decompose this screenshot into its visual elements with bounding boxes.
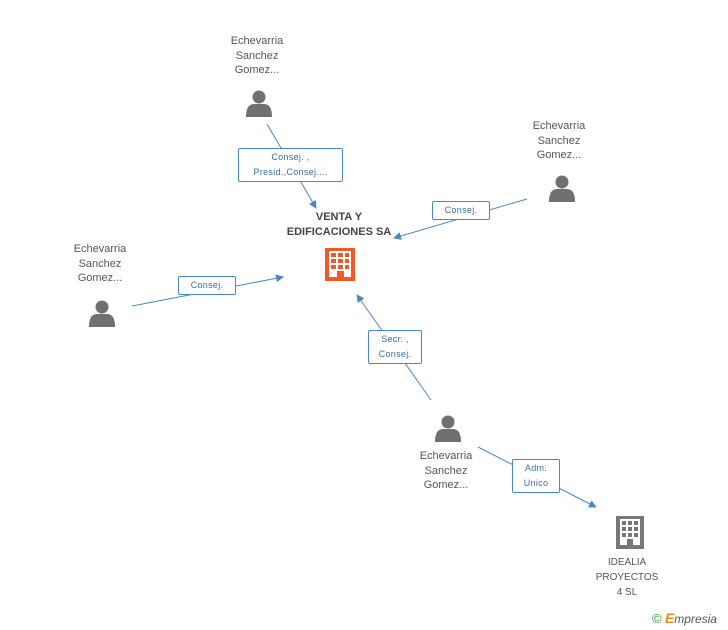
person-top-label[interactable]: Echevarria Sanchez Gomez... [207, 34, 307, 78]
company-name-line: PROYECTOS [595, 572, 659, 583]
person-name-line: Sanchez [78, 257, 122, 270]
company-name-line: VENTA Y [315, 211, 363, 223]
edge-label-line: Presid.,Consej.... [253, 167, 328, 177]
person-right-label[interactable]: Echevarria Sanchez Gomez... [509, 119, 609, 163]
company-name-line: 4 SL [616, 587, 638, 598]
brand-logo-text: mpresia [674, 612, 717, 626]
brand-logo-initial: E [664, 610, 675, 626]
edge-label-top: Consej. , Presid.,Consej.... [238, 148, 343, 182]
company-name-line: IDEALIA [607, 557, 647, 568]
person-name-line: Echevarria [419, 450, 473, 462]
person-icon[interactable] [246, 90, 272, 118]
person-left-label[interactable]: Echevarria Sanchez Gomez... [50, 242, 150, 286]
edge-label-line: Adm. [524, 463, 548, 473]
person-name-line: Echevarria [532, 120, 586, 132]
person-icon[interactable] [549, 175, 575, 203]
edge-label-line: Consej. [378, 349, 412, 359]
edge-label-left: Consej. [178, 276, 236, 295]
company-idealia-label[interactable]: IDEALIA PROYECTOS 4 SL [577, 555, 677, 600]
person-name-line: Sanchez [235, 49, 279, 62]
person-name-line: Echevarria [73, 243, 127, 255]
person-bottom-label[interactable]: Echevarria Sanchez Gomez... [396, 449, 496, 493]
person-icon[interactable] [435, 415, 461, 443]
edge-label-bottom: Secr. , Consej. [368, 330, 422, 364]
person-icon[interactable] [89, 300, 115, 328]
edge-label-right: Consej. [432, 201, 490, 220]
brand-footer: © Empresia [652, 610, 717, 626]
edge-label-line: Consej. , [271, 152, 310, 162]
edge-label-line: Consej. [444, 205, 478, 215]
edge-label-idealia: Adm. Unico [512, 459, 560, 493]
person-name-line: Gomez... [234, 64, 280, 76]
person-name-line: Echevarria [230, 35, 284, 47]
person-name-line: Gomez... [77, 272, 123, 284]
edge-label-line: Unico [523, 478, 549, 488]
edge-label-line: Secr. , [381, 334, 409, 344]
company-name-line: EDIFICACIONES SA [286, 225, 392, 238]
main-company-label[interactable]: VENTA Y EDIFICACIONES SA [259, 210, 419, 239]
building-icon[interactable] [325, 248, 355, 281]
person-name-line: Gomez... [423, 479, 469, 491]
person-name-line: Gomez... [536, 149, 582, 161]
person-name-line: Sanchez [537, 134, 581, 147]
building-icon[interactable] [616, 516, 644, 549]
copyright-symbol: © [652, 611, 662, 626]
person-name-line: Sanchez [424, 464, 468, 477]
edge-label-line: Consej. [190, 280, 224, 290]
